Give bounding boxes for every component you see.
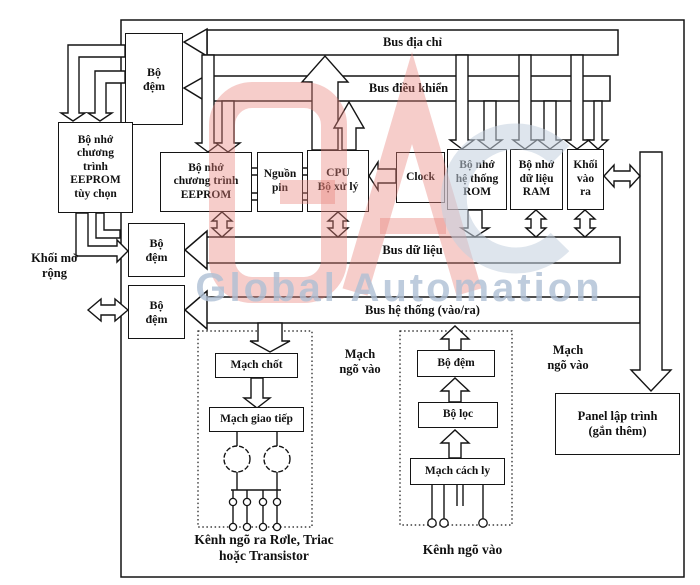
arrow-eeprom-databus — [210, 211, 234, 238]
system-bus-label: Bus hệ thống (vào/ra) — [365, 302, 480, 317]
contact-terminal — [242, 522, 252, 532]
input-terminal — [427, 518, 437, 528]
eeprom-battery-link — [252, 167, 257, 201]
contact-terminal — [272, 497, 282, 507]
arrow-io-databus — [573, 209, 597, 238]
arrow-filter-to-bufferin — [439, 377, 471, 403]
control-bus-band — [206, 75, 611, 102]
contact-terminal — [242, 497, 252, 507]
eeprom-optional-box: Bộ nhớ chương trình EEPROM tùy chọn — [58, 122, 133, 213]
address-bus-left-arrow — [182, 27, 208, 58]
ram-box: Bộ nhớ dữ liệu RAM — [510, 149, 563, 210]
arrow-buffer-to-eeprom-opt-2 — [85, 70, 126, 122]
arrow-bufferin-to-sysbus — [439, 325, 471, 351]
contact-terminal — [228, 522, 238, 532]
relay-wires — [231, 432, 281, 491]
contact-terminal — [228, 497, 238, 507]
arrow-ctrl-to-rom — [475, 100, 505, 150]
buffer-top-box: Bộ đệm — [125, 33, 183, 125]
arrow-rom-databus — [458, 209, 492, 238]
input-circuit-label: Mạch ngõ vào — [547, 342, 589, 372]
arrow-isolation-to-filter — [439, 429, 471, 459]
output-channel-label: Kênh ngõ ra Rơle, Triac hoặc Transistor — [194, 531, 334, 563]
contact-terminal — [258, 522, 268, 532]
panel-box: Panel lập trình (gắn thêm) — [555, 393, 680, 455]
arrow-channel-to-panel — [629, 151, 673, 393]
arrow-addr-to-eeprom — [193, 54, 223, 153]
buffer-low-box: Bộ đệm — [128, 285, 185, 339]
arrow-cpu-to-ctrl-bus — [332, 100, 366, 151]
control-bus-label: Bus điều khiển — [368, 81, 449, 95]
eeprom-main-box: Bộ nhớ chương trình EEPROM — [160, 152, 252, 212]
input-terminal-wires — [431, 485, 484, 519]
address-bus-label: Bus địa chỉ — [382, 35, 443, 49]
clock-box: Clock — [396, 152, 445, 203]
rom-box: Bộ nhớ hệ thống ROM — [447, 149, 507, 210]
arrow-ctrl-to-eeprom — [213, 100, 243, 153]
input-terminal — [478, 518, 488, 528]
filter-box: Bộ lọc — [418, 402, 498, 428]
arrow-ctrl-to-ram — [535, 100, 565, 150]
relay-coil-1 — [223, 445, 251, 473]
arrow-clock-to-cpu — [368, 159, 397, 193]
arrow-eeprom-opt-to-buffer-mid — [75, 212, 129, 264]
interface-box: Mạch giao tiếp — [209, 407, 304, 432]
arrow-eeprom-opt-to-buffer-mid-2 — [95, 212, 121, 239]
arrow-ram-databus — [524, 209, 548, 238]
contact-legs-top — [232, 490, 278, 498]
outer-frame — [120, 19, 685, 578]
latch-box: Mạch chốt — [215, 353, 298, 378]
buffer-mid-box: Bộ đệm — [128, 223, 185, 277]
arrow-addr-to-io — [562, 54, 592, 150]
arrow-buffer-to-eeprom-opt-1 — [58, 44, 126, 122]
output-circuit-label: Mạch ngõ vào — [339, 346, 381, 376]
arrow-expansion-double — [86, 297, 130, 323]
contact-terminal — [272, 522, 282, 532]
input-terminal — [439, 518, 449, 528]
battery-box: Nguồn pin — [257, 152, 303, 212]
arrow-io-channel-double — [603, 163, 641, 189]
arrow-cpu-databus — [326, 211, 350, 238]
input-channel-dotted-box — [399, 330, 513, 526]
io-block-box: Khối vào ra — [567, 149, 604, 210]
input-channel-label: Kênh ngõ vào — [422, 541, 503, 557]
contact-terminal — [258, 497, 268, 507]
arrow-latch-to-interface — [241, 377, 273, 409]
cpu-box: CPU Bộ xử lý — [307, 150, 369, 212]
input-buffer-box: Bộ đệm — [417, 350, 495, 377]
arrow-addr-to-rom — [447, 54, 477, 150]
relay-coil-2 — [263, 445, 291, 473]
output-channel-dotted-box — [197, 330, 313, 528]
battery-cpu-link — [303, 167, 307, 201]
system-bus-left-arrow — [183, 289, 208, 331]
contact-legs-bottom — [232, 506, 278, 523]
arrow-ctrl-to-io — [586, 100, 610, 150]
expansion-label: Khối mở rộng — [31, 250, 78, 280]
arrow-sysbus-to-latch — [249, 322, 291, 353]
arrow-addr-to-ram — [510, 54, 540, 150]
data-bus-left-arrow — [183, 229, 208, 271]
isolation-box: Mạch cách ly — [410, 458, 505, 485]
arrow-cpu-to-addr-bus — [300, 54, 350, 151]
data-bus-label: Bus dữ liệu — [382, 242, 443, 257]
